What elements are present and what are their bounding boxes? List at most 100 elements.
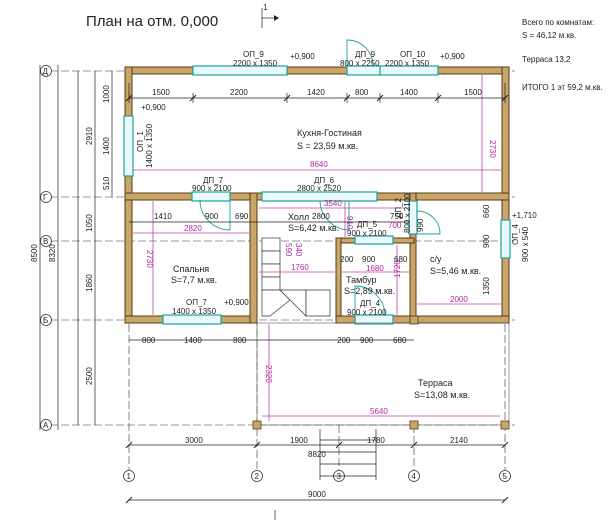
window-op1 bbox=[123, 115, 134, 177]
dim-top-1: 1500 bbox=[152, 88, 170, 97]
terrace-post-right bbox=[500, 420, 510, 430]
bath-area: S=5,46 м.кв. bbox=[430, 266, 481, 276]
dim-left-1050: 1050 bbox=[85, 214, 94, 232]
dim-low-900: 900 bbox=[360, 336, 374, 345]
door-dp4-swing bbox=[354, 285, 386, 317]
summary-rooms-area: S = 46,12 м.кв. bbox=[522, 31, 576, 40]
hall-name: Холл bbox=[288, 212, 309, 222]
dim-left-1000: 1000 bbox=[102, 85, 111, 103]
dim-left-510: 510 bbox=[102, 176, 111, 190]
dim-2730-k: 2730 bbox=[488, 140, 497, 158]
row-axis-bubbles: Д Г В Б А bbox=[40, 65, 52, 431]
terrace-outline bbox=[256, 322, 510, 426]
bedroom-area: S=7,7 м.кв. bbox=[171, 275, 217, 285]
dim-left-8320: 8320 bbox=[48, 244, 57, 262]
door-dp7-swing bbox=[199, 199, 231, 231]
dim-left-1400: 1400 bbox=[102, 137, 111, 155]
col-axis-5: 5 bbox=[503, 472, 508, 481]
dim-bottom-2140: 2140 bbox=[450, 436, 468, 445]
terrace bbox=[252, 315, 510, 480]
section-mark: 1 bbox=[261, 3, 279, 28]
op1-label: +0,900 ОП_1 1400 x 1350 bbox=[136, 103, 166, 168]
kitchen-name: Кухня-Гостиная bbox=[297, 128, 362, 138]
dp2-mark: ДП_2 bbox=[394, 197, 403, 218]
op4-mark: ОП_4 bbox=[511, 224, 520, 245]
openings bbox=[123, 39, 511, 325]
dim-8640: 8640 bbox=[310, 160, 328, 169]
tick-marks bbox=[125, 94, 509, 504]
dim-700: 700 bbox=[388, 221, 402, 230]
terrace-area: S=13,08 м.кв. bbox=[414, 390, 470, 400]
dim-left-2910: 2910 bbox=[85, 127, 94, 145]
op7-size: 1400 x 1350 bbox=[172, 307, 217, 316]
window-op4 bbox=[500, 219, 511, 259]
dim-1680: 1680 bbox=[366, 264, 384, 273]
dim-910: 910 bbox=[345, 216, 354, 230]
dim-top-3: 1420 bbox=[307, 88, 325, 97]
hall-2800: 2800 bbox=[312, 212, 330, 221]
vestibule-name: Тамбур bbox=[346, 275, 377, 285]
dim-bottom-3000: 3000 bbox=[185, 436, 203, 445]
dim-900-b: 900 bbox=[482, 234, 491, 248]
dp7-mark: ДП_7 bbox=[203, 176, 224, 185]
dim-left-2500: 2500 bbox=[85, 367, 94, 385]
dim-1760: 1760 bbox=[291, 263, 309, 272]
dim-200-top: 200 bbox=[340, 255, 354, 264]
dim-top-6: 1500 bbox=[464, 88, 482, 97]
door-dp9b-swing bbox=[319, 200, 350, 231]
bedroom-name: Спальня bbox=[173, 264, 209, 274]
opening-labels-top: ОП_9 2200 x 1350 +0,900 ДП_9 800 x 2250 … bbox=[233, 50, 465, 68]
dp4-mark: ДП_4 bbox=[360, 299, 381, 308]
op1-level: +0,900 bbox=[141, 103, 166, 112]
dim-1720: 1720 bbox=[393, 260, 402, 278]
dim-left-8500: 8500 bbox=[30, 244, 39, 262]
op7-mark: ОП_7 bbox=[186, 298, 207, 307]
row-axis-v: В bbox=[43, 237, 48, 246]
dim-top-5: 1400 bbox=[400, 88, 418, 97]
dim-1410: 1410 bbox=[154, 212, 172, 221]
op10-size: 2200 x 1350 bbox=[385, 59, 430, 68]
terrace-post-top bbox=[409, 315, 419, 325]
door-dp9 bbox=[346, 65, 381, 76]
door-dp2 bbox=[408, 200, 418, 235]
dp6-mark: ДП_6 bbox=[314, 176, 335, 185]
left-dimension-labels: 1000 1400 510 2910 1050 1860 2500 8320 8… bbox=[30, 85, 111, 385]
dim-bottom-1780: 1780 bbox=[367, 436, 385, 445]
col-axis-2: 2 bbox=[255, 472, 260, 481]
dim-left-1860: 1860 bbox=[85, 274, 94, 292]
section-mark-label: 1 bbox=[263, 3, 268, 12]
area-summary: Всего по комнатам: S = 46,12 м.кв. Терра… bbox=[522, 18, 603, 92]
column-axis-bubbles: 1 2 3 4 5 bbox=[123, 470, 511, 482]
summary-total: ИТОГО 1 эт 59,2 м.кв. bbox=[522, 83, 603, 92]
stairs bbox=[261, 237, 331, 317]
bath-name: с/у bbox=[430, 254, 442, 264]
dim-low-800a: 800 bbox=[142, 336, 156, 345]
plan-title: План на отм. 0,000 bbox=[86, 13, 218, 30]
col-axis-1: 1 bbox=[127, 472, 132, 481]
dimension-lines bbox=[39, 65, 506, 501]
door-dp4 bbox=[354, 314, 394, 325]
op9a-level: +0,900 bbox=[290, 52, 315, 61]
row-axis-d: Д bbox=[43, 67, 49, 76]
dim-2730-b: 2730 bbox=[145, 250, 154, 268]
dp7-size: 900 x 2100 bbox=[192, 184, 232, 193]
dim-low-200: 200 bbox=[337, 336, 351, 345]
window-op9 bbox=[192, 65, 288, 76]
vestibule-area: S=2,89 м.кв. bbox=[344, 286, 395, 296]
summary-terrace: Терраса 13,2 bbox=[522, 55, 571, 64]
dp9-size: 800 x 2250 bbox=[340, 59, 380, 68]
row-axis-b: Б bbox=[43, 316, 48, 325]
dp5-size: 900 x 2100 bbox=[347, 229, 387, 238]
dim-900-top: 900 bbox=[362, 255, 376, 264]
dim-3540: 3540 bbox=[324, 199, 342, 208]
dim-low-1400: 1400 bbox=[184, 336, 202, 345]
door-dp5 bbox=[354, 235, 394, 245]
dim-2320: 2320 bbox=[264, 365, 273, 383]
dim-low-800b: 800 bbox=[233, 336, 247, 345]
dim-990: 990 bbox=[416, 218, 425, 232]
dim-660: 660 bbox=[482, 204, 491, 218]
dp4-size: 900 x 2100 bbox=[347, 308, 387, 317]
op7-level: +0,900 bbox=[224, 298, 249, 307]
dim-low-680: 680 bbox=[393, 336, 407, 345]
